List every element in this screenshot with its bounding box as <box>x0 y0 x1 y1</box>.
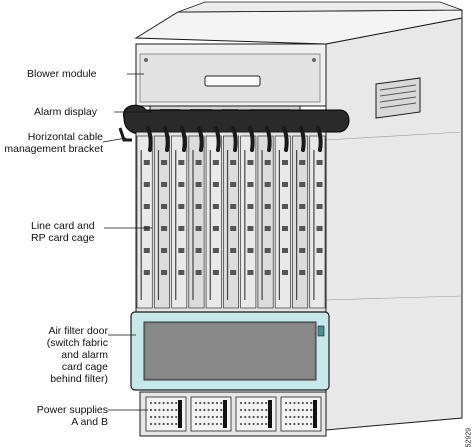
line-card-slot <box>257 135 274 309</box>
line-card-slot <box>205 135 222 309</box>
callout-air-filter-door: Air filter door (switch fabric and alarm… <box>46 325 108 385</box>
callout-blower-module: Blower module <box>27 68 97 80</box>
cable-finger <box>299 126 306 152</box>
side-vent-grille <box>375 77 421 119</box>
line-card-slot <box>274 135 291 309</box>
line-card-slot <box>188 135 205 309</box>
cable-finger <box>180 126 187 152</box>
cable-finger <box>163 126 170 152</box>
power-supply-unit <box>280 396 322 432</box>
blower-handle <box>204 75 261 87</box>
chassis-side-panel <box>325 17 463 431</box>
cable-management-bracket <box>118 104 350 142</box>
cable-finger <box>282 126 289 152</box>
air-filter-door <box>130 311 330 391</box>
cable-finger <box>231 126 238 152</box>
power-supply-unit <box>190 396 232 432</box>
line-card-slot <box>153 135 170 309</box>
leader-cable <box>102 137 127 143</box>
line-card-slot <box>309 135 326 309</box>
figure-id: 52929 <box>465 428 472 447</box>
line-card-slot <box>171 135 188 309</box>
cable-finger <box>316 126 323 152</box>
power-supply-unit <box>235 396 277 432</box>
cable-finger <box>248 126 255 152</box>
callout-alarm-display: Alarm display <box>34 106 98 118</box>
line-card-slot <box>136 135 153 309</box>
line-card-slot <box>292 135 309 309</box>
line-cards <box>136 135 326 309</box>
line-card-slot <box>240 135 257 309</box>
chassis-top <box>134 9 463 45</box>
cable-finger <box>265 126 272 152</box>
line-card-slot <box>223 135 239 309</box>
callout-line-card-cage: Line card and RP card cage <box>31 220 95 244</box>
callout-power-supplies: Power supplies A and B <box>36 404 108 428</box>
power-supplies <box>145 396 322 432</box>
cable-finger <box>197 126 204 152</box>
cable-finger <box>146 126 153 152</box>
callout-cable-bracket: Horizontal cable management bracket <box>4 131 103 155</box>
cable-fingers <box>146 126 323 152</box>
cable-finger <box>214 126 221 152</box>
power-supply-unit <box>145 396 187 432</box>
